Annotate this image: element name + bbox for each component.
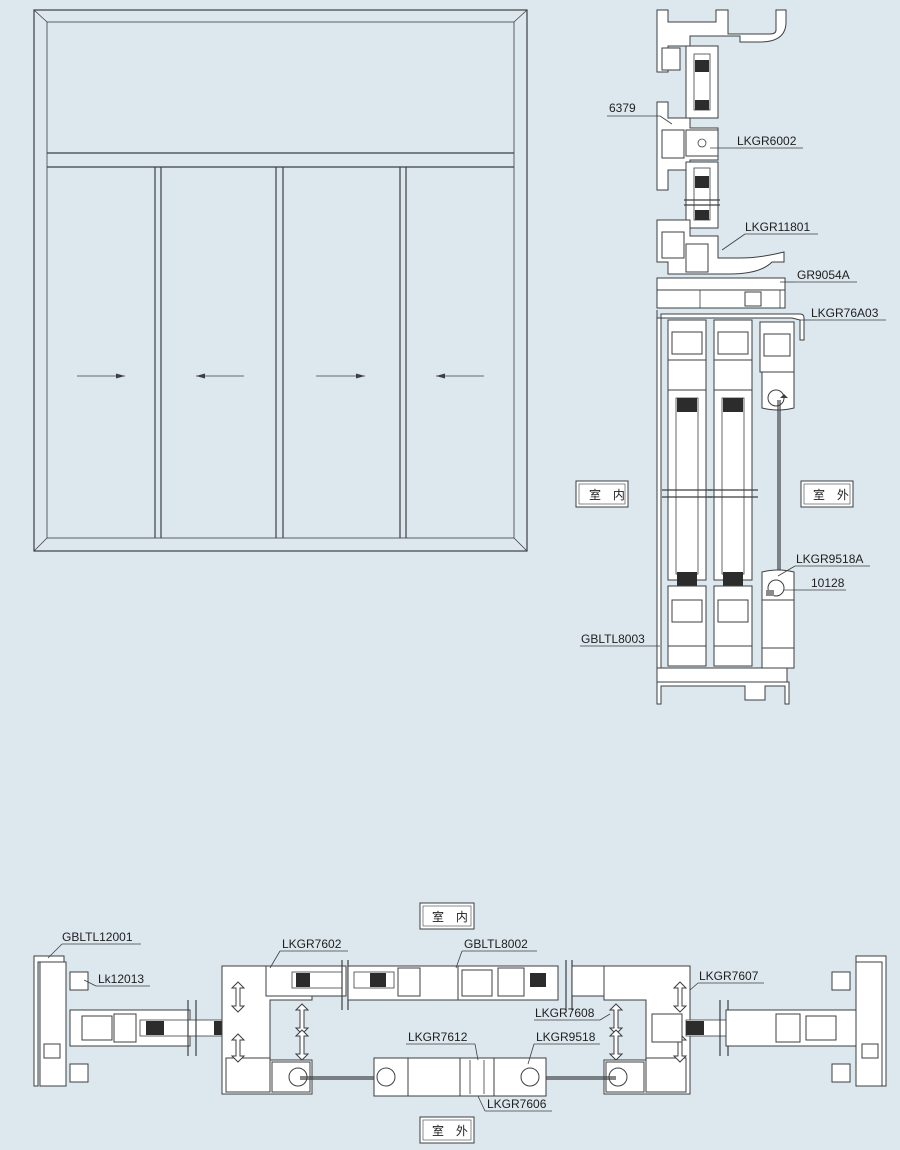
label-lkgr11801: LKGR11801 — [745, 220, 810, 234]
sash-column-2 — [708, 319, 758, 667]
slide-arrow-right-2 — [316, 373, 365, 379]
elevation-view — [33, 9, 528, 552]
sash-column-1 — [662, 319, 712, 667]
vertical-leaders — [580, 115, 886, 647]
label-gbltl12001: GBLTL12001 — [62, 930, 133, 944]
label-lk12013: Lk12013 — [98, 972, 144, 986]
indoor-box-horizontal — [419, 902, 475, 930]
label-10128: 10128 — [811, 576, 845, 590]
slide-arrow-left-2 — [436, 373, 484, 379]
outdoor-box-vertical — [800, 480, 854, 508]
label-lkgr9518: LKGR9518 — [536, 1030, 596, 1044]
label-lkgr7602: LKGR7602 — [282, 937, 342, 951]
outdoor-box-horizontal — [419, 1116, 475, 1144]
label-gbltl8003: GBLTL8003 — [581, 632, 645, 646]
label-lkgr9518a: LKGR9518A — [796, 552, 863, 566]
label-lkgr7612: LKGR7612 — [408, 1030, 468, 1044]
label-lkgr76a03: LKGR76A03 — [811, 306, 879, 320]
label-lkgr7606: LKGR7606 — [487, 1097, 547, 1111]
slide-arrow-right-1 — [77, 373, 125, 379]
indoor-label-vertical: 室 内 — [589, 487, 629, 502]
outdoor-label-horizontal: 室 外 — [432, 1123, 472, 1138]
horizontal-section — [33, 955, 887, 1097]
label-lkgr6002: LKGR6002 — [737, 134, 797, 148]
label-lkgr7607: LKGR7607 — [699, 969, 759, 983]
sash-column-3 — [759, 321, 795, 669]
label-6379: 6379 — [609, 101, 636, 115]
label-gbltl8002: GBLTL8002 — [464, 937, 528, 951]
label-lkgr7608: LKGR7608 — [535, 1006, 595, 1020]
indoor-label-horizontal: 室 内 — [432, 909, 472, 924]
indoor-box-vertical — [575, 480, 629, 508]
label-gr9054a: GR9054A — [797, 268, 850, 282]
horizontal-leaders — [47, 943, 764, 1112]
vertical-section — [656, 9, 805, 705]
slide-arrow-left-1 — [196, 373, 244, 379]
outdoor-label-vertical: 室 外 — [813, 487, 853, 502]
